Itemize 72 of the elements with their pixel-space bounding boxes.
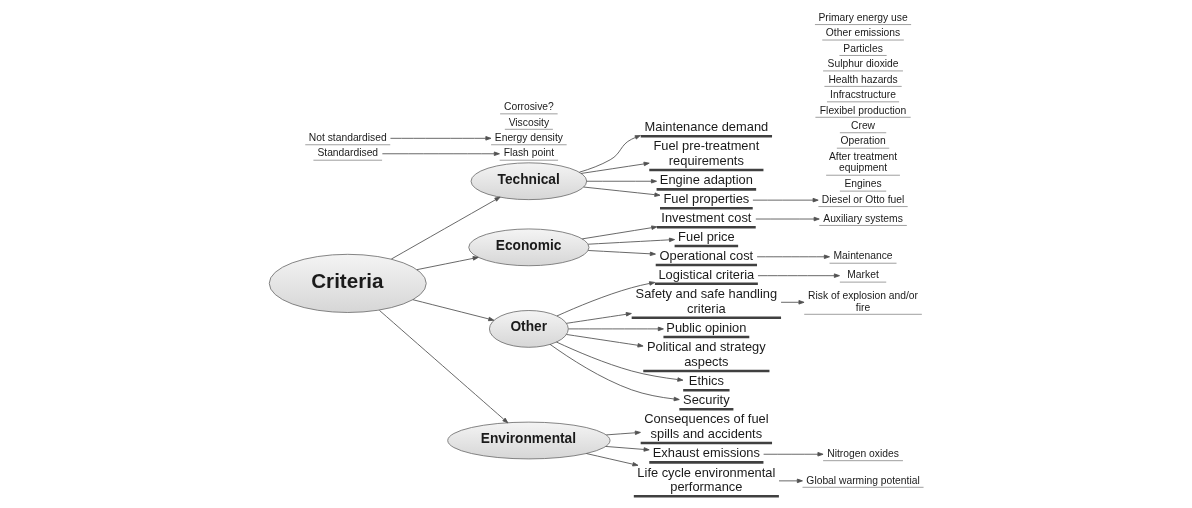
node-text: Maintenance demand bbox=[644, 119, 768, 135]
node-text: Health hazards bbox=[827, 73, 898, 85]
node-text: Flash point bbox=[503, 147, 554, 159]
node-text: Fuel price bbox=[677, 228, 735, 244]
node-text: Fuel pre-treatment requirements bbox=[652, 138, 759, 168]
node-text: Investment cost bbox=[660, 210, 751, 226]
arrow bbox=[605, 430, 641, 436]
node-text: Nitrogen oxides bbox=[826, 447, 899, 459]
node-text: Diesel or Otto fuel bbox=[821, 193, 904, 205]
node-text: Fuel properties bbox=[662, 191, 749, 207]
node-text: Safety and safe handling criteria bbox=[635, 286, 777, 316]
arrow bbox=[378, 310, 508, 424]
node-text: Not standardised bbox=[308, 131, 387, 143]
arrow bbox=[778, 478, 803, 484]
arrow bbox=[754, 216, 820, 222]
node-text: Exhaust emissions bbox=[652, 445, 760, 461]
node-text: Operation bbox=[839, 135, 886, 147]
node-text: Infracstructure bbox=[829, 89, 896, 101]
arrow bbox=[390, 196, 501, 260]
arrow bbox=[762, 452, 823, 457]
arrow bbox=[565, 312, 632, 324]
node-text: Maintenance bbox=[833, 250, 893, 262]
node-text: Ethics bbox=[688, 373, 724, 389]
arrow bbox=[567, 326, 664, 332]
arrow bbox=[780, 300, 804, 305]
node-text: Standardised bbox=[316, 147, 378, 159]
node-text: Crew bbox=[850, 119, 875, 131]
node-text: Operational cost bbox=[659, 247, 753, 263]
node-text: After treatment equipment bbox=[828, 151, 897, 174]
node-text: Political and strategy aspects bbox=[646, 339, 766, 369]
arrow bbox=[555, 281, 655, 317]
arrow bbox=[411, 299, 494, 322]
node-text: Sulphur dioxide bbox=[827, 58, 899, 70]
arrow bbox=[549, 343, 680, 402]
arrow bbox=[587, 237, 675, 245]
node-text: Viscosity bbox=[508, 116, 549, 128]
node-text: Logistical criteria bbox=[657, 266, 754, 282]
node-text: Consequences of fuel spills and accidents bbox=[643, 411, 769, 441]
arrow bbox=[389, 136, 491, 141]
node-text: Market bbox=[846, 269, 879, 281]
node-text: Public opinion bbox=[665, 319, 746, 335]
arrow bbox=[580, 161, 650, 174]
node-text: Flexibel production bbox=[819, 104, 906, 116]
arrow bbox=[565, 334, 643, 348]
node-ellipse: Criteria bbox=[268, 253, 427, 313]
arrow bbox=[751, 197, 819, 203]
arrow bbox=[416, 256, 479, 271]
node-text: Risk of explosion and/or fire bbox=[807, 290, 918, 313]
arrow bbox=[587, 250, 656, 257]
node-text: Engine adaption bbox=[659, 172, 753, 188]
arrow bbox=[555, 341, 683, 382]
node-text: Other emissions bbox=[825, 27, 900, 39]
node-text: Energy density bbox=[494, 131, 563, 143]
node-text: Primary energy use bbox=[817, 11, 908, 23]
arrow bbox=[757, 273, 840, 278]
node-text: Particles bbox=[842, 42, 883, 54]
node-text: Engines bbox=[843, 178, 882, 190]
arrow bbox=[585, 179, 657, 184]
arrow bbox=[604, 446, 650, 452]
node-text: Global warming potential bbox=[805, 474, 920, 486]
node-text: Security bbox=[682, 392, 730, 408]
node-text: Life cycle environmental performance bbox=[636, 464, 775, 495]
arrow bbox=[585, 453, 638, 467]
arrow bbox=[756, 254, 830, 259]
node-ellipse: Economic bbox=[467, 228, 589, 267]
node-ellipse: Environmental bbox=[446, 421, 610, 460]
arrow bbox=[381, 151, 500, 156]
arrow bbox=[581, 225, 657, 240]
arrow bbox=[578, 135, 641, 173]
node-text: Auxiliary systems bbox=[822, 212, 903, 224]
arrow bbox=[582, 186, 660, 197]
node-text: Corrosive? bbox=[503, 101, 554, 113]
